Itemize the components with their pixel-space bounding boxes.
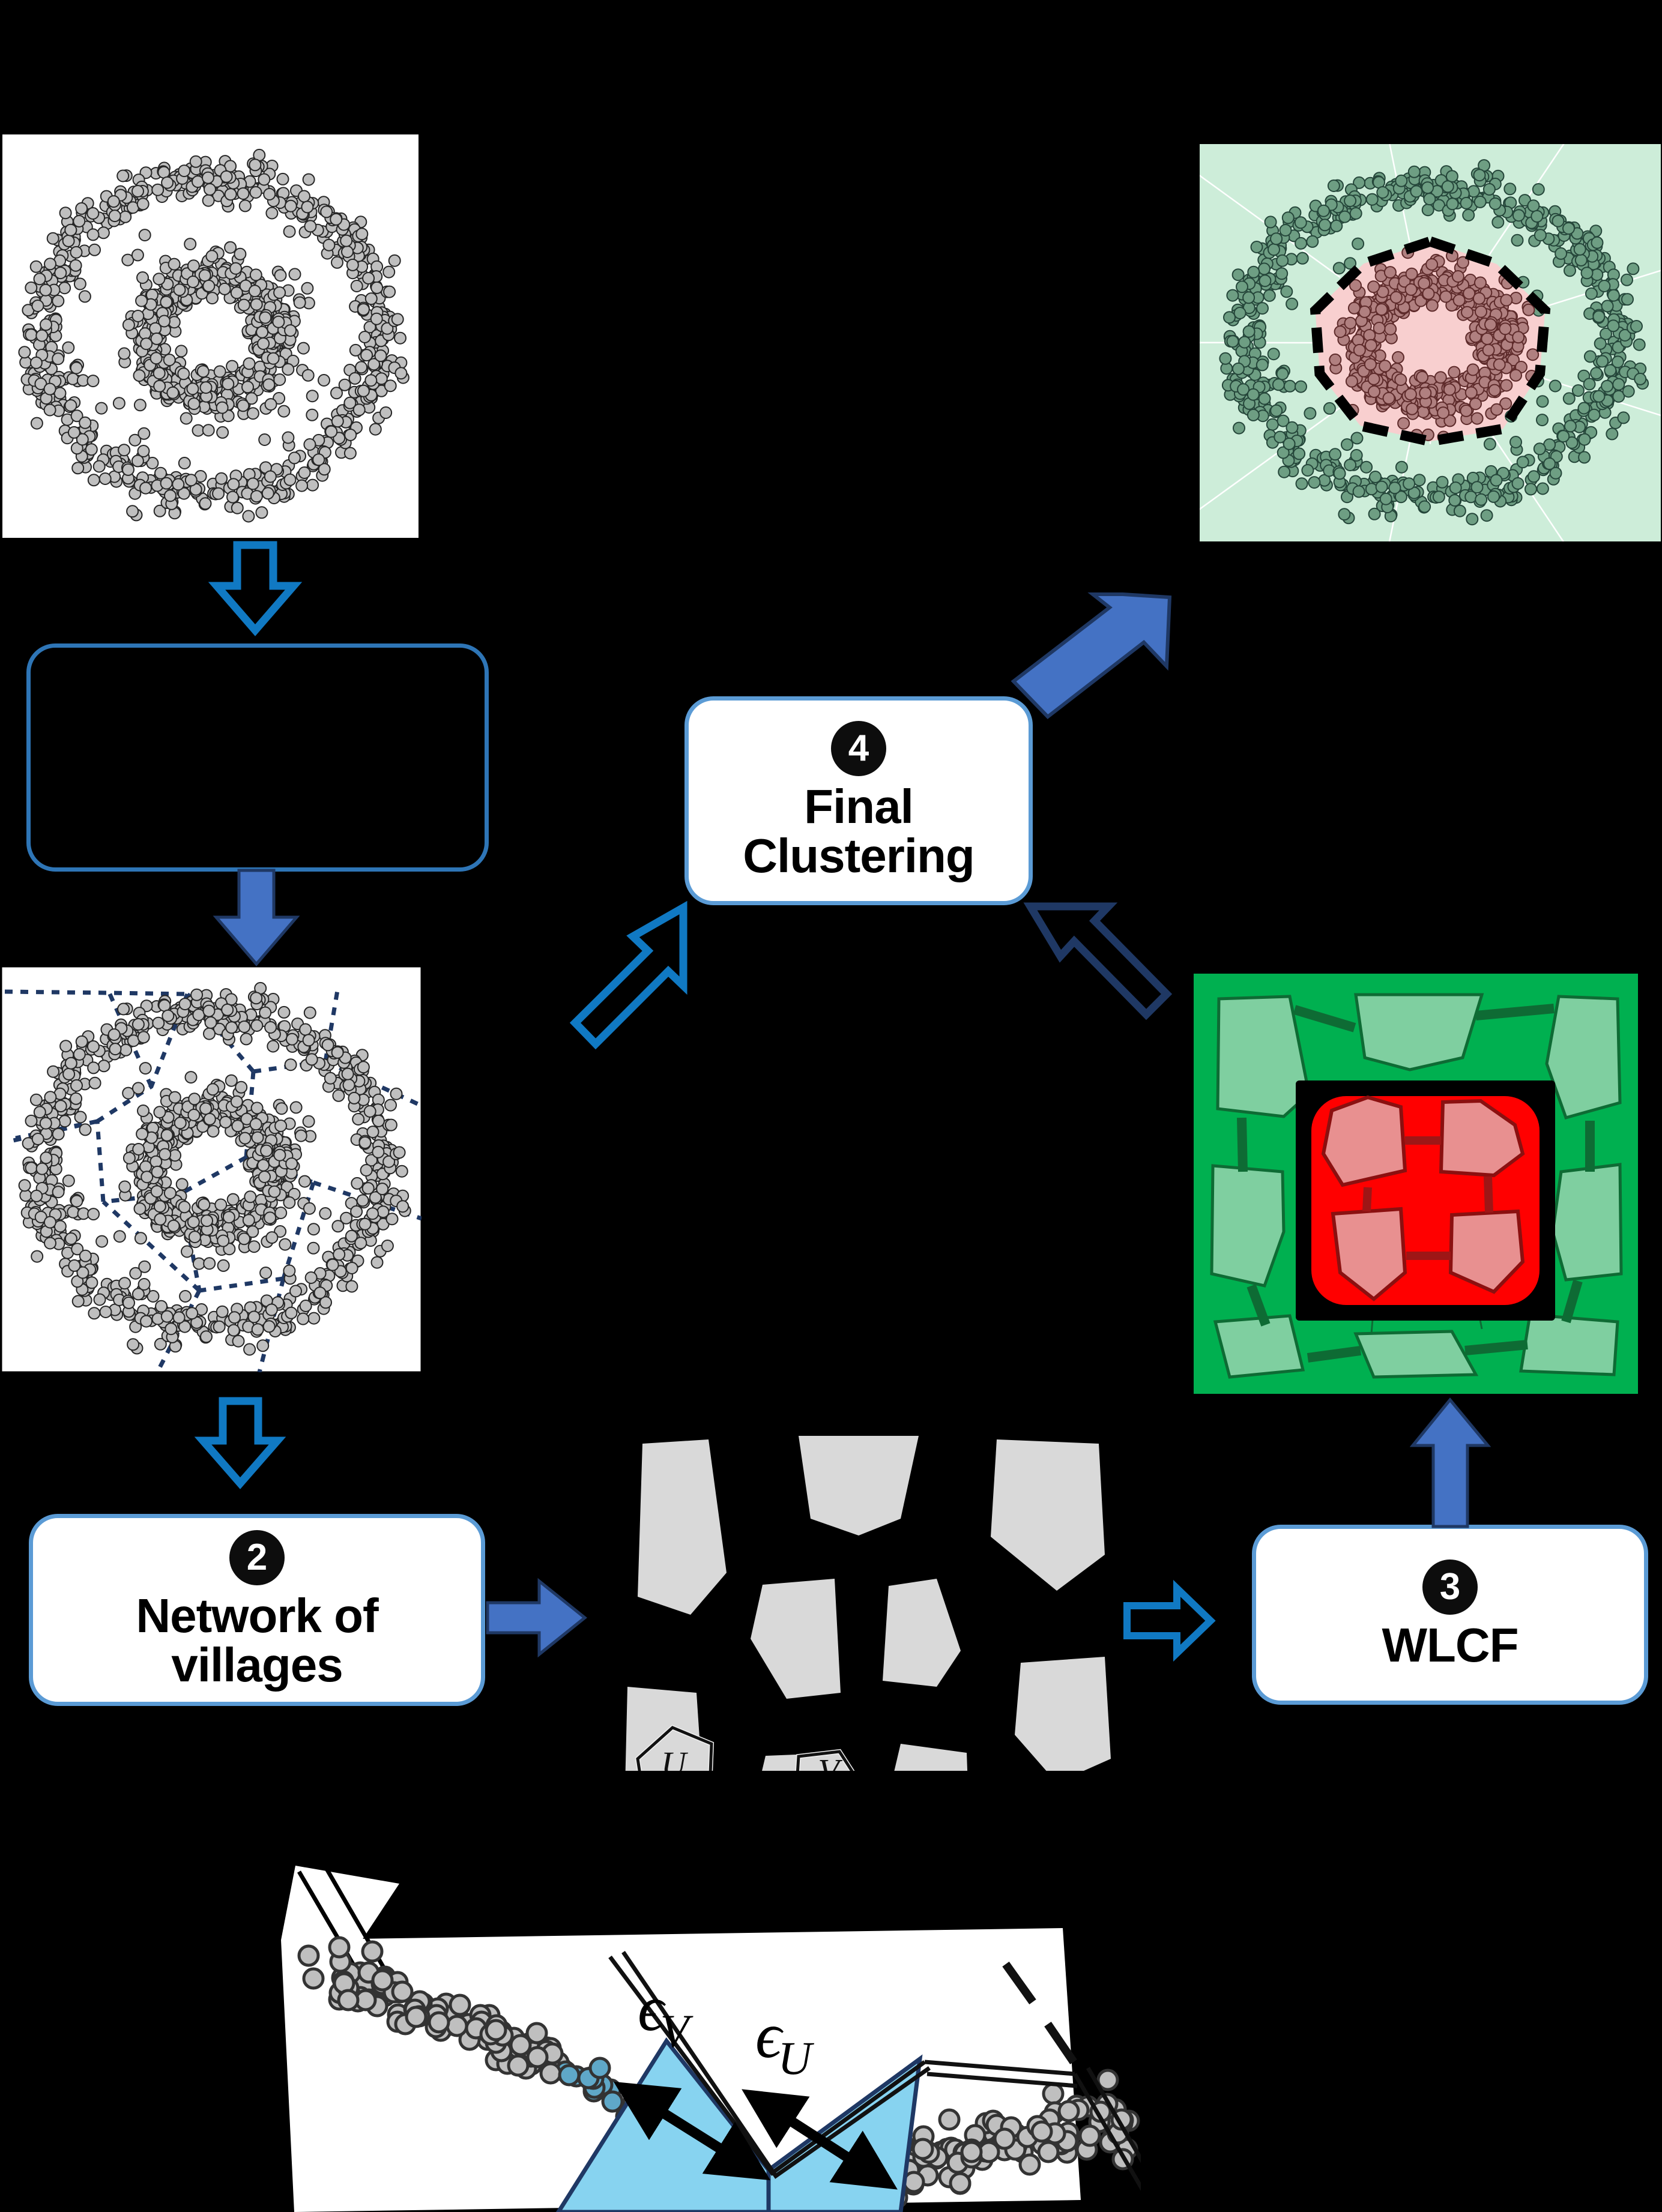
step-2-badge: 2 xyxy=(229,1530,285,1586)
arrow-village-network-to-step3 xyxy=(1123,1579,1216,1662)
panel-input-scatter xyxy=(1,133,420,539)
epsilon-v-label: ϵV xyxy=(638,1973,689,2057)
arrow-voronoi-to-step2 xyxy=(194,1397,286,1489)
epsilon-u-label: ϵU xyxy=(755,2000,812,2084)
step-3-label: WLCF xyxy=(1382,1618,1518,1672)
svg-text:U: U xyxy=(661,1744,689,1771)
panel-final-result xyxy=(1200,144,1661,541)
step-4-label: Final Clustering xyxy=(743,780,975,882)
step-box-4[interactable]: 4 Final Clustering xyxy=(684,696,1033,905)
panel-village-network: U V xyxy=(600,1399,1111,1771)
arrow-input-to-step1 xyxy=(208,541,303,636)
arrow-wlcf-result-to-step4 xyxy=(1021,900,1195,1056)
step-box-1[interactable] xyxy=(26,643,489,872)
arrow-step2-to-village-network xyxy=(486,1578,587,1658)
step-box-2[interactable]: 2 Network of villages xyxy=(29,1514,485,1706)
step-2-label: Network of villages xyxy=(136,1589,378,1692)
panel-epsilon-zoom xyxy=(252,1861,1141,2212)
arrow-step4-to-final-result xyxy=(997,570,1177,744)
step-4-badge: 4 xyxy=(831,721,886,777)
panel-voronoi-scatter xyxy=(1,966,422,1372)
arrow-step1-to-voronoi xyxy=(211,869,301,966)
arrow-step3-to-wlcf-result xyxy=(1409,1397,1491,1528)
panel-wlcf-result xyxy=(1194,974,1638,1394)
arrow-voronoi-to-step4 xyxy=(528,900,690,1056)
step-box-3[interactable]: 3 WLCF xyxy=(1252,1525,1648,1705)
svg-text:V: V xyxy=(818,1752,843,1771)
step-3-badge: 3 xyxy=(1422,1560,1478,1615)
